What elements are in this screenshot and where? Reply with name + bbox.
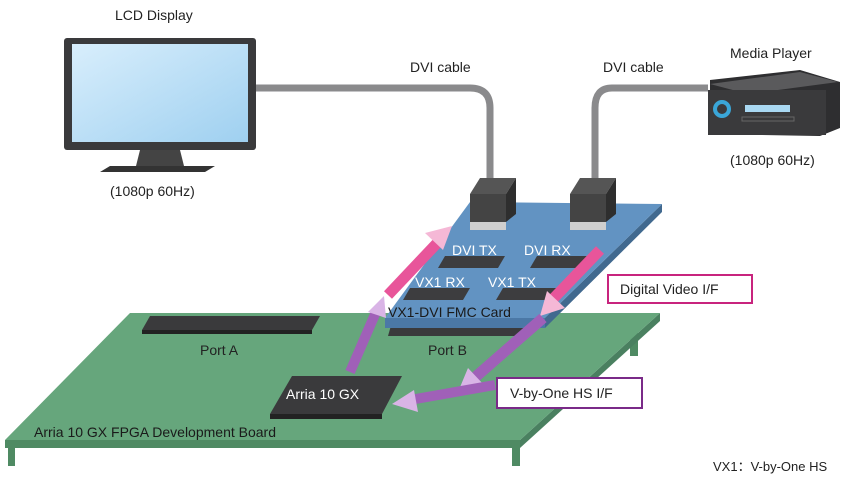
dvi-cable-right — [591, 84, 708, 185]
digital-video-if-label: Digital Video I/F — [620, 281, 719, 297]
vx1-rx-chip — [403, 288, 470, 300]
dvi-cable-left-label: DVI cable — [410, 59, 471, 75]
board-leg — [512, 440, 520, 466]
dvi-cable-right-label: DVI cable — [603, 59, 664, 75]
vx1-tx-label: VX1 TX — [488, 274, 537, 290]
vx1-rx-label: VX1 RX — [415, 274, 465, 290]
lcd-display-label: LCD Display — [115, 7, 193, 23]
dvi-rx-connector — [570, 178, 616, 230]
port-a-label: Port A — [200, 342, 239, 358]
media-player-icon — [708, 70, 840, 136]
fmc-card-label: VX1-DVI FMC Card — [388, 304, 511, 320]
fpga-chip-label: Arria 10 GX — [286, 386, 360, 402]
dvi-cable-left — [250, 84, 494, 185]
purple-arrow-left — [392, 380, 496, 412]
footnote: VX1：V-by-One HS — [713, 459, 827, 474]
pink-arrow-up — [384, 226, 452, 299]
fpga-chip — [270, 376, 402, 414]
dev-board-label: Arria 10 GX FPGA Development Board — [34, 424, 276, 440]
media-resolution-label: (1080p 60Hz) — [730, 152, 815, 168]
lcd-monitor-icon — [64, 38, 256, 172]
dvi-tx-chip — [438, 256, 505, 268]
pink-arrow-down — [540, 246, 604, 316]
vbyone-if-box: V-by-One HS I/F — [496, 377, 643, 409]
port-b-label: Port B — [428, 342, 467, 358]
port-a-connector — [142, 316, 320, 334]
purple-arrow-up — [345, 296, 386, 374]
media-player-label: Media Player — [730, 45, 812, 61]
digital-video-if-box: Digital Video I/F — [607, 274, 753, 304]
dvi-tx-label: DVI TX — [452, 242, 498, 258]
lcd-resolution-label: (1080p 60Hz) — [110, 183, 195, 199]
board-leg — [8, 440, 15, 466]
vbyone-if-label: V-by-One HS I/F — [510, 385, 613, 401]
dvi-tx-connector — [470, 178, 516, 230]
dvi-rx-label: DVI RX — [524, 242, 571, 258]
